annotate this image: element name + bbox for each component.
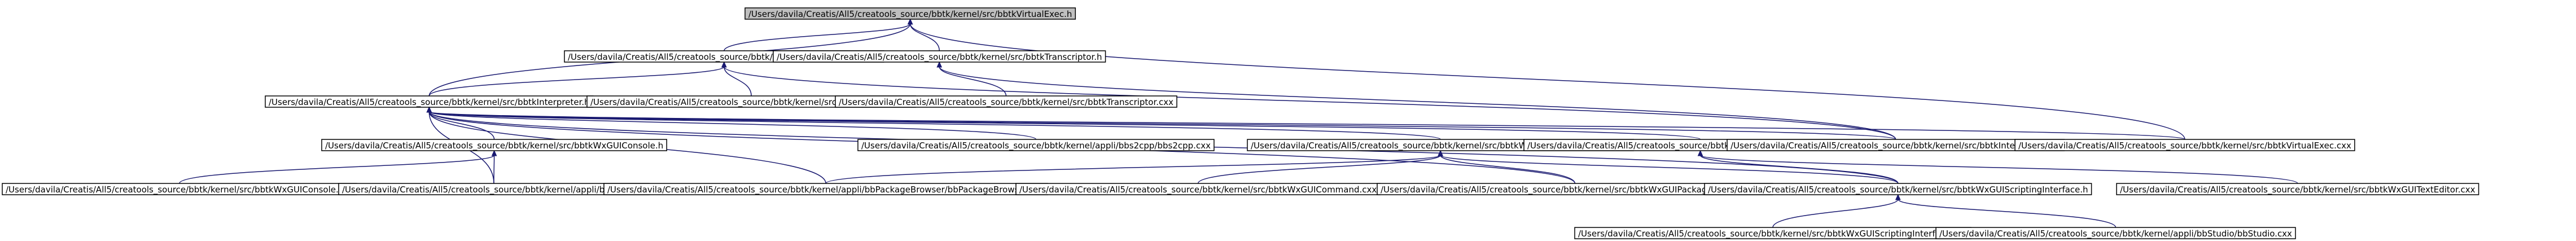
edge-transcriptor-cxx-to-transcriptor-h: [939, 66, 1007, 97]
edge-scripting-cxx-to-scripting-h: [1772, 199, 1899, 228]
node-pkgbrowser2-cxx[interactable]: /Users/davila/Creatis/All5/creatools_sou…: [1377, 183, 1773, 195]
node-wxconsole-h[interactable]: /Users/davila/Creatis/All5/creatools_sou…: [321, 139, 667, 151]
node-label: /Users/davila/Creatis/All5/creatools_sou…: [269, 97, 590, 108]
node-label: /Users/davila/Creatis/All5/creatools_sou…: [1708, 185, 2088, 195]
node-vexec-cxx[interactable]: /Users/davila/Creatis/All5/creatools_sou…: [2014, 139, 2355, 151]
edge-arrowhead: [491, 150, 497, 156]
node-label: /Users/davila/Creatis/All5/creatools_sou…: [607, 185, 1044, 195]
edge-interpreter-cxx-to-executer-h: [724, 66, 1896, 140]
node-interpreter-cxx[interactable]: /Users/davila/Creatis/All5/creatools_sou…: [1727, 139, 2065, 151]
node-scripting-h[interactable]: /Users/davila/Creatis/All5/creatools_sou…: [1704, 183, 2092, 195]
node-bbi-cxx[interactable]: /Users/davila/Creatis/All5/creatools_sou…: [338, 183, 650, 195]
edge-transcriptor-h-to-vexec-h: [909, 23, 940, 51]
edge-arrowhead: [1438, 150, 1443, 156]
node-label: /Users/davila/Creatis/All5/creatools_sou…: [342, 185, 646, 195]
node-label: /Users/davila/Creatis/All5/creatools_sou…: [325, 141, 663, 151]
edge-pkgbrowser2-h-to-interpreter-h: [428, 111, 1441, 140]
edge-pkgbrowser2-cxx-to-pkgbrowser2-h: [1440, 155, 1576, 184]
node-label: /Users/davila/Creatis/All5/creatools_sou…: [2120, 185, 2476, 195]
node-wxcommand-cxx[interactable]: /Users/davila/Creatis/All5/creatools_sou…: [1015, 183, 1381, 195]
node-box: [857, 139, 1215, 151]
node-transcriptor-cxx[interactable]: /Users/davila/Creatis/All5/creatools_sou…: [835, 95, 1177, 108]
edge-executer-cxx-to-executer-h: [724, 66, 752, 97]
node-box: [1935, 227, 2296, 239]
edge-scripting-h-to-pkgbrowser2-h: [1440, 155, 1899, 184]
node-box: [1704, 183, 2092, 195]
node-layer: /Users/davila/Creatis/All5/creatools_sou…: [2, 7, 2479, 239]
node-label: /Users/davila/Creatis/All5/creatools_sou…: [777, 52, 1102, 63]
node-label: /Users/davila/Creatis/All5/creatools_sou…: [1381, 185, 1769, 195]
edge-vexec-cxx-to-interpreter-h: [428, 111, 2185, 140]
node-label: /Users/davila/Creatis/All5/creatools_sou…: [2018, 141, 2351, 151]
node-box: [2116, 183, 2479, 195]
node-box: [321, 139, 667, 151]
node-box: [835, 95, 1177, 108]
node-label: /Users/davila/Creatis/All5/creatools_sou…: [748, 9, 1072, 20]
node-label: /Users/davila/Creatis/All5/creatools_sou…: [1578, 229, 1968, 239]
node-bbs2cpp-cxx[interactable]: /Users/davila/Creatis/All5/creatools_sou…: [857, 139, 1215, 151]
edge-interpreter-h-to-executer-h: [428, 66, 725, 97]
edge-wxcommand-cxx-to-pkgbrowser2-h: [1197, 155, 1441, 184]
edge-scripting-h-to-texteditor-h: [1699, 155, 1899, 184]
edge-texteditor-cxx-to-texteditor-h: [1699, 155, 2298, 184]
edge-arrowhead: [907, 18, 913, 25]
edge-vexec-cxx-to-vexec-h: [909, 23, 2185, 140]
edge-arrowhead: [1697, 150, 1703, 156]
node-label: /Users/davila/Creatis/All5/creatools_sou…: [1731, 141, 2061, 151]
edge-arrowhead: [1895, 194, 1901, 200]
node-transcriptor-h[interactable]: /Users/davila/Creatis/All5/creatools_sou…: [773, 50, 1106, 63]
node-label: /Users/davila/Creatis/All5/creatools_sou…: [839, 97, 1173, 108]
edge-wxconsole-cxx-to-wxconsole-h: [179, 155, 495, 184]
edge-layer: [179, 18, 2298, 228]
node-label: /Users/davila/Creatis/All5/creatools_sou…: [861, 141, 1211, 151]
node-box: [773, 50, 1106, 63]
edge-arrowhead: [936, 61, 943, 68]
node-label: /Users/davila/Creatis/All5/creatools_sou…: [6, 185, 353, 195]
edge-arrowhead: [721, 61, 727, 68]
node-label: /Users/davila/Creatis/All5/creatools_sou…: [1019, 185, 1377, 195]
edge-arrowhead: [426, 106, 432, 113]
edge-interpreter-cxx-to-interpreter-h: [428, 111, 1896, 140]
edge-interpreter-cxx-to-transcriptor-h: [939, 66, 1896, 140]
node-interpreter-h[interactable]: /Users/davila/Creatis/All5/creatools_sou…: [265, 95, 594, 108]
node-label: /Users/davila/Creatis/All5/creatools_sou…: [590, 97, 912, 108]
node-bbpkgbrowser-cxx[interactable]: /Users/davila/Creatis/All5/creatools_sou…: [603, 183, 1048, 195]
edge-bbs2cpp-cxx-to-interpreter-h: [428, 111, 1037, 140]
node-scripting-cxx[interactable]: /Users/davila/Creatis/All5/creatools_sou…: [1574, 227, 1972, 239]
node-bbstudio-cxx[interactable]: /Users/davila/Creatis/All5/creatools_sou…: [1935, 227, 2296, 239]
node-executer-cxx[interactable]: /Users/davila/Creatis/All5/creatools_sou…: [586, 95, 916, 108]
edge-wxconsole-h-to-interpreter-h: [428, 111, 495, 140]
node-wxconsole-cxx[interactable]: /Users/davila/Creatis/All5/creatools_sou…: [2, 183, 357, 195]
node-box: [744, 7, 1076, 20]
edge-executer-h-to-vexec-h: [724, 23, 911, 51]
edge-bbstudio-cxx-to-scripting-h: [1898, 199, 2117, 228]
edge-bbpkgbrowser-cxx-to-pkgbrowser2-h: [825, 155, 1441, 184]
node-texteditor-cxx[interactable]: /Users/davila/Creatis/All5/creatools_sou…: [2116, 183, 2479, 195]
node-label: /Users/davila/Creatis/All5/creatools_sou…: [1939, 229, 2292, 239]
node-vexec-h[interactable]: /Users/davila/Creatis/All5/creatools_sou…: [744, 7, 1076, 20]
node-box: [2014, 139, 2355, 151]
